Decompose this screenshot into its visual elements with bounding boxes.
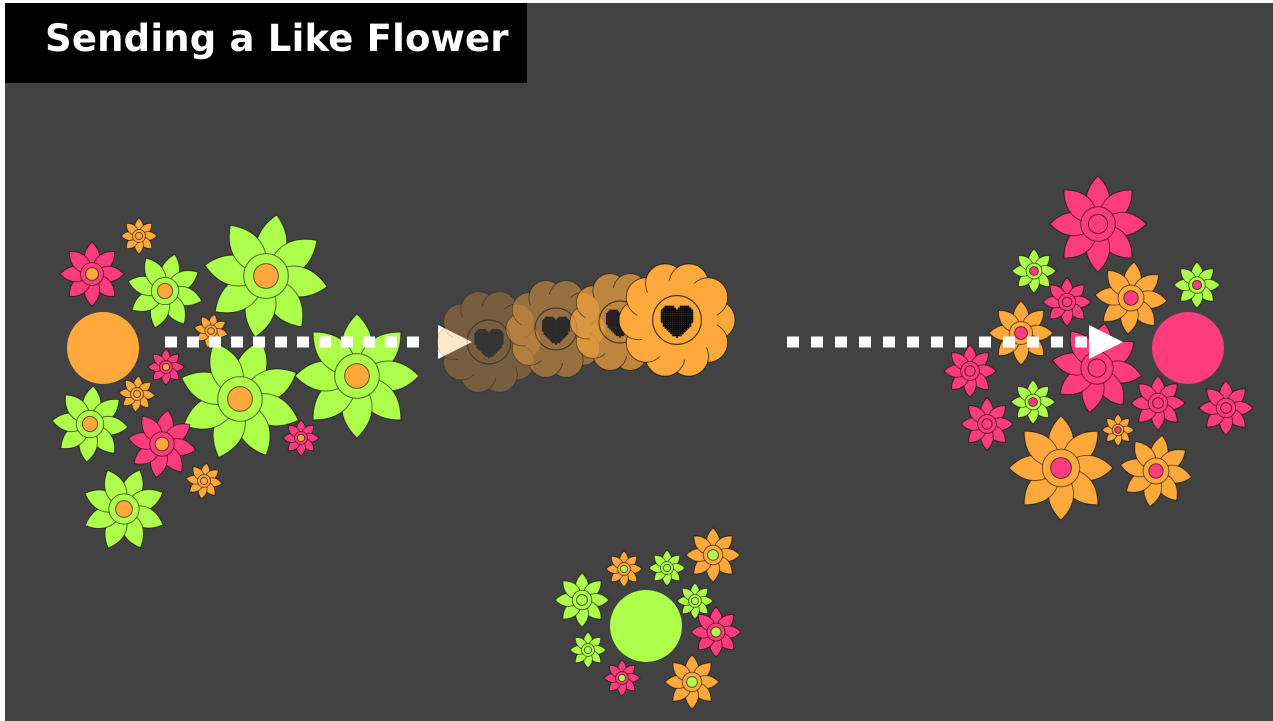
bystander-flower — [569, 631, 607, 669]
heart-icon — [660, 305, 694, 339]
title-bar: Sending a Like Flower — [5, 3, 527, 83]
receiver-flower — [1173, 261, 1221, 309]
sender-flower — [127, 253, 203, 329]
sender-flower — [204, 214, 328, 338]
arrowhead-icon — [1089, 325, 1123, 359]
sender-flower — [51, 385, 129, 463]
receiver-flower — [1101, 413, 1135, 447]
flying-like-flower — [618, 263, 736, 377]
sender-flower — [147, 348, 185, 386]
bystander-flower — [605, 550, 643, 588]
sender-to-flower-arrow — [165, 325, 472, 359]
receiver-flower — [1119, 434, 1193, 508]
sender-flower — [282, 419, 320, 457]
flower-trail-1 — [436, 291, 542, 393]
sender-flower — [120, 217, 158, 255]
sender-flower — [185, 462, 223, 500]
sender-flower — [127, 409, 197, 479]
heart-icon — [474, 328, 504, 359]
receiver-flower — [943, 344, 997, 398]
sender-flower — [59, 241, 125, 307]
receiver-flower — [1094, 261, 1168, 335]
receiver-node — [1152, 312, 1224, 384]
receiver-flower — [1198, 380, 1254, 436]
bystander-flower — [664, 654, 720, 710]
receiver-flower — [988, 300, 1054, 366]
sender-flower — [84, 469, 164, 549]
flower-diagram — [51, 175, 1254, 710]
bystander-flower — [554, 572, 610, 628]
receiver-flower — [1010, 379, 1056, 425]
flower-to-receiver-arrow — [787, 325, 1123, 359]
receiver-flower — [1042, 277, 1092, 327]
bystander-flower — [685, 527, 741, 583]
bystander-flower — [676, 582, 714, 620]
slide-canvas: Sending a Like Flower — [5, 3, 1273, 721]
bystander-node — [610, 590, 682, 662]
heart-icon — [541, 316, 571, 345]
bystander-flower — [603, 659, 641, 697]
receiver-flower — [1008, 415, 1114, 521]
bystander-flower — [648, 549, 686, 587]
sender-flower — [294, 313, 420, 439]
receiver-flower — [1130, 375, 1186, 431]
receiver-flower — [1011, 248, 1057, 294]
slide-title: Sending a Like Flower — [45, 17, 509, 60]
bystander-flower — [690, 606, 742, 658]
receiver-flower — [960, 397, 1014, 451]
sender-flower — [181, 340, 299, 458]
sender-flower — [118, 375, 156, 413]
arrowhead-icon — [438, 325, 472, 359]
receiver-flower — [1049, 175, 1147, 273]
sender-node — [67, 312, 139, 384]
